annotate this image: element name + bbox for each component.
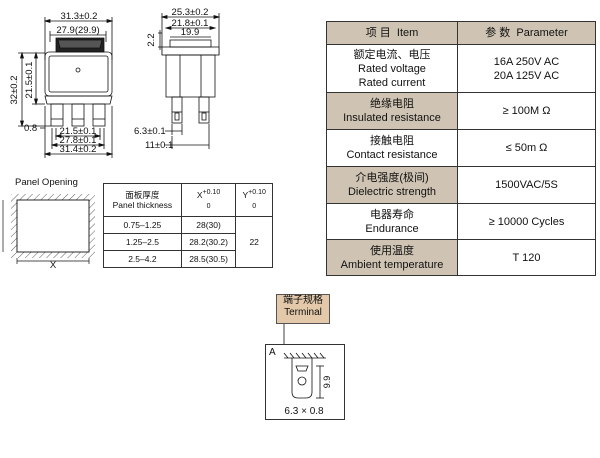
terminal-title-zh: 端子规格: [283, 295, 323, 306]
dim-front-height-body: 21.5±0.1: [24, 62, 35, 99]
spec-header-param: 参 数 Parameter: [457, 21, 596, 45]
panel-row-thickness: 1.25–2.5: [103, 233, 182, 251]
spec-row-label: 电器寿命 Endurance: [326, 203, 458, 240]
terminal-detail-frame: [265, 344, 345, 420]
panel-thickness-en: Panel thickness: [112, 200, 173, 210]
spec-label-en: Endurance: [365, 222, 419, 235]
spec-header-item-en: Item: [396, 27, 419, 39]
panel-opening-title: Panel Opening: [15, 177, 78, 188]
panel-y-base: Y: [242, 189, 249, 200]
dim-front-top-width: 31.3±0.2: [61, 11, 98, 22]
dim-front-offset: 0.8: [24, 123, 37, 134]
spec-label-en: Insulated resistance: [343, 112, 441, 124]
panel-row-thickness: 0.75–1.25: [103, 216, 182, 234]
panel-row-x: 28.5(30.5): [180, 250, 237, 268]
dim-front-base-outer: 31.4±0.2: [60, 144, 97, 155]
panel-x-header: X+0.10 0: [180, 183, 237, 217]
panel-x-label: X: [50, 260, 57, 271]
terminal-title-en: Terminal: [284, 307, 322, 318]
dim-side-terminal-width: 6.3±0.1: [134, 126, 166, 137]
panel-y-tol-bottom: 0: [252, 202, 257, 210]
spec-label-zh: 电器寿命: [370, 208, 414, 221]
panel-x-tol-bottom: 0: [206, 202, 211, 210]
spec-label-en: Rated voltage: [358, 62, 426, 75]
dim-side-top-width: 25.3±0.2: [172, 7, 209, 18]
spec-table: 项 目 Item 参 数 Parameter 额定电流、电压 Rated vol…: [326, 21, 596, 276]
panel-thickness-header: 面板厚度 Panel thickness: [103, 183, 182, 217]
spec-row-value: T 120: [457, 239, 596, 276]
panel-row-x: 28.2(30.2): [180, 233, 237, 251]
dim-side-height-top: 2.2: [146, 33, 157, 46]
spec-header-item-zh: 项 目: [365, 27, 391, 39]
spec-label-en: Rated current: [358, 76, 426, 89]
panel-row-thickness: 2.5–4.2: [103, 250, 182, 268]
spec-header-item: 项 目 Item: [326, 21, 458, 45]
spec-row-value: ≥ 100M Ω: [457, 92, 596, 130]
spec-row-value: 16A 250V AC 20A 125V AC: [457, 44, 596, 93]
spec-row-label: 使用温度 Ambient temperature: [326, 239, 458, 276]
spec-label-en: Ambient temperature: [340, 258, 444, 271]
spec-label-zh: 绝缘电阻: [370, 98, 414, 110]
spec-label-zh: 额定电流、电压: [353, 48, 431, 61]
panel-x-tol-top: +0.10: [202, 189, 221, 197]
side-view: [158, 13, 221, 149]
spec-label-zh: 介电强度(极间): [355, 172, 429, 184]
spec-label-zh: 接触电阻: [370, 135, 414, 147]
spec-row-value: ≥ 10000 Cycles: [457, 203, 596, 240]
panel-thickness-table: 面板厚度 Panel thickness X+0.10 0 Y+0.10 0 0…: [103, 183, 273, 268]
front-view: [18, 17, 114, 158]
terminal-label-box: 端子规格 Terminal: [276, 294, 330, 324]
dim-side-inner-width: 19.9: [181, 27, 200, 38]
panel-y-value: 22: [235, 216, 273, 268]
spec-label-en: Contact resistance: [346, 149, 438, 161]
spec-row-value: ≤ 50m Ω: [457, 129, 596, 167]
spec-value: 20A 125V AC: [493, 69, 560, 82]
panel-x-base: X: [196, 189, 203, 200]
panel-opening-drawing: [2, 194, 95, 264]
spec-header-param-zh: 参 数: [485, 27, 511, 39]
spec-row-label: 介电强度(极间) Dielectric strength: [326, 166, 458, 204]
panel-row-x: 28(30): [180, 216, 237, 234]
dim-front-height-total: 32±0.2: [9, 76, 20, 105]
spec-row-label: 绝缘电阻 Insulated resistance: [326, 92, 458, 130]
spec-row-label: 接触电阻 Contact resistance: [326, 129, 458, 167]
spec-label-zh: 使用温度: [370, 244, 414, 257]
dim-front-base-mid: 27.8±0.1: [60, 135, 97, 146]
panel-y-tol-top: +0.10: [248, 189, 266, 197]
panel-thickness-zh: 面板厚度: [125, 190, 160, 200]
dim-front-inner-width: 27.9(29.9): [56, 25, 99, 36]
spec-label-en: Dielectric strength: [347, 186, 437, 198]
spec-value: 16A 250V AC: [493, 55, 560, 68]
panel-y-header: Y+0.10 0: [235, 183, 273, 217]
spec-row-label: 额定电流、电压 Rated voltage Rated current: [326, 44, 458, 93]
spec-row-value: 1500VAC/5S: [457, 166, 596, 204]
spec-header-param-en: Parameter: [516, 27, 568, 39]
dim-front-base-inner: 21.5±0.1: [60, 126, 97, 137]
dim-side-bottom-width: 11±0.1: [145, 140, 173, 151]
dim-side-mid-width: 21.8±0.1: [172, 18, 209, 29]
